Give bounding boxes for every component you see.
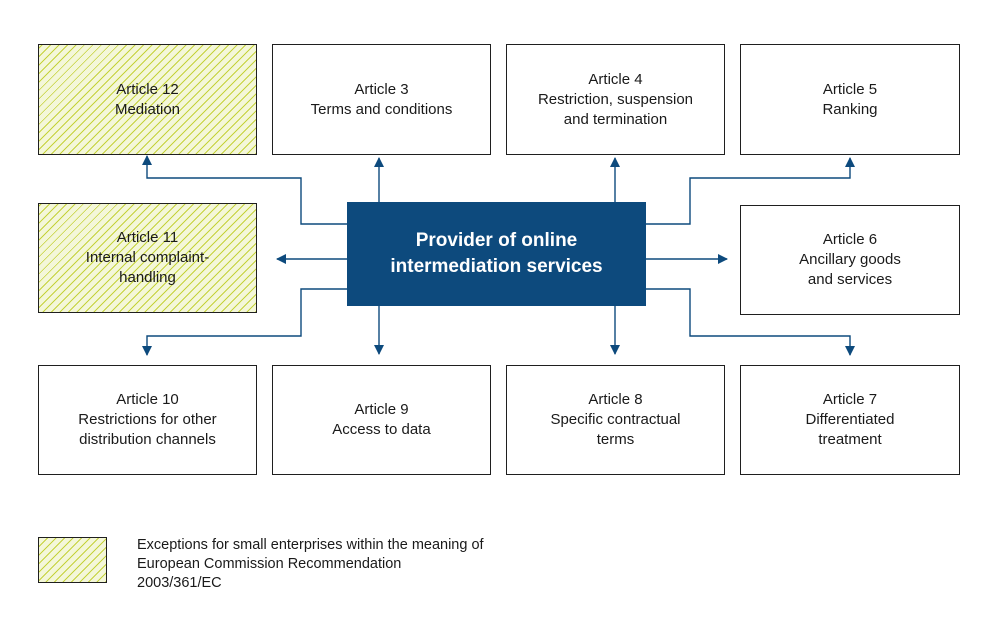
article-8-label-1: Specific contractual: [550, 411, 681, 428]
article-5-box: Article 5 Ranking: [740, 44, 960, 155]
arrow-to-article-5: [646, 157, 855, 225]
article-4-label-2: and termination: [563, 110, 668, 128]
legend-line-3: 2003/361/EC: [137, 575, 222, 591]
article-10-label-2: distribution channels: [79, 431, 216, 448]
article-6-title: Article 6: [822, 231, 878, 248]
article-3-box: Article 3 Terms and conditions: [272, 44, 491, 155]
central-node-provider: Provider of online intermediation servic…: [347, 202, 646, 306]
article-7-box: Article 7 Differentiated treatment: [740, 365, 960, 475]
article-7-title: Article 7: [822, 391, 878, 408]
article-12-title: Article 12: [116, 80, 179, 98]
article-8-box: Article 8 Specific contractual terms: [506, 365, 725, 475]
article-4-title: Article 4: [588, 70, 643, 88]
article-7-label-2: treatment: [818, 431, 882, 448]
central-node-line2: intermediation services: [390, 256, 603, 277]
article-3-label: Terms and conditions: [310, 100, 453, 118]
arrow-to-article-12: [142, 155, 347, 225]
article-9-box: Article 9 Access to data: [272, 365, 491, 475]
central-node-line1: Provider of online: [415, 230, 578, 251]
article-11-label-2: handling: [119, 269, 176, 286]
article-12-label: Mediation: [114, 100, 181, 118]
article-10-box: Article 10 Restrictions for other distri…: [38, 365, 257, 475]
article-6-label-1: Ancillary goods: [799, 251, 901, 268]
legend-text: Exceptions for small enterprises within …: [137, 536, 557, 593]
article-8-title: Article 8: [588, 391, 643, 408]
article-3-title: Article 3: [354, 80, 409, 98]
article-10-label-1: Restrictions for other: [78, 411, 217, 428]
article-4-label-1: Restriction, suspension: [537, 90, 694, 108]
legend-line-2: European Commission Recommendation: [137, 556, 402, 572]
article-9-title: Article 9: [354, 401, 409, 418]
legend-line-1: Exceptions for small enterprises within …: [137, 537, 484, 553]
article-9-label: Access to data: [332, 421, 431, 438]
article-8-label-2: terms: [596, 431, 635, 448]
arrow-to-article-7: [646, 288, 855, 356]
arrow-to-article-10: [142, 288, 347, 356]
article-6-label-2: and services: [807, 271, 893, 288]
article-12-box: Article 12 Mediation: [38, 44, 257, 155]
article-11-label-1: Internal complaint-: [85, 249, 210, 266]
article-6-box: Article 6 Ancillary goods and services: [740, 205, 960, 315]
article-11-title: Article 11: [116, 229, 179, 246]
legend-hatched-swatch: [38, 537, 107, 583]
article-11-box: Article 11 Internal complaint- handling: [38, 203, 257, 313]
article-5-title: Article 5: [822, 80, 878, 98]
article-7-label-1: Differentiated: [805, 411, 895, 428]
article-10-title: Article 10: [116, 391, 179, 408]
article-5-label: Ranking: [822, 100, 878, 118]
article-4-box: Article 4 Restriction, suspension and te…: [506, 44, 725, 155]
